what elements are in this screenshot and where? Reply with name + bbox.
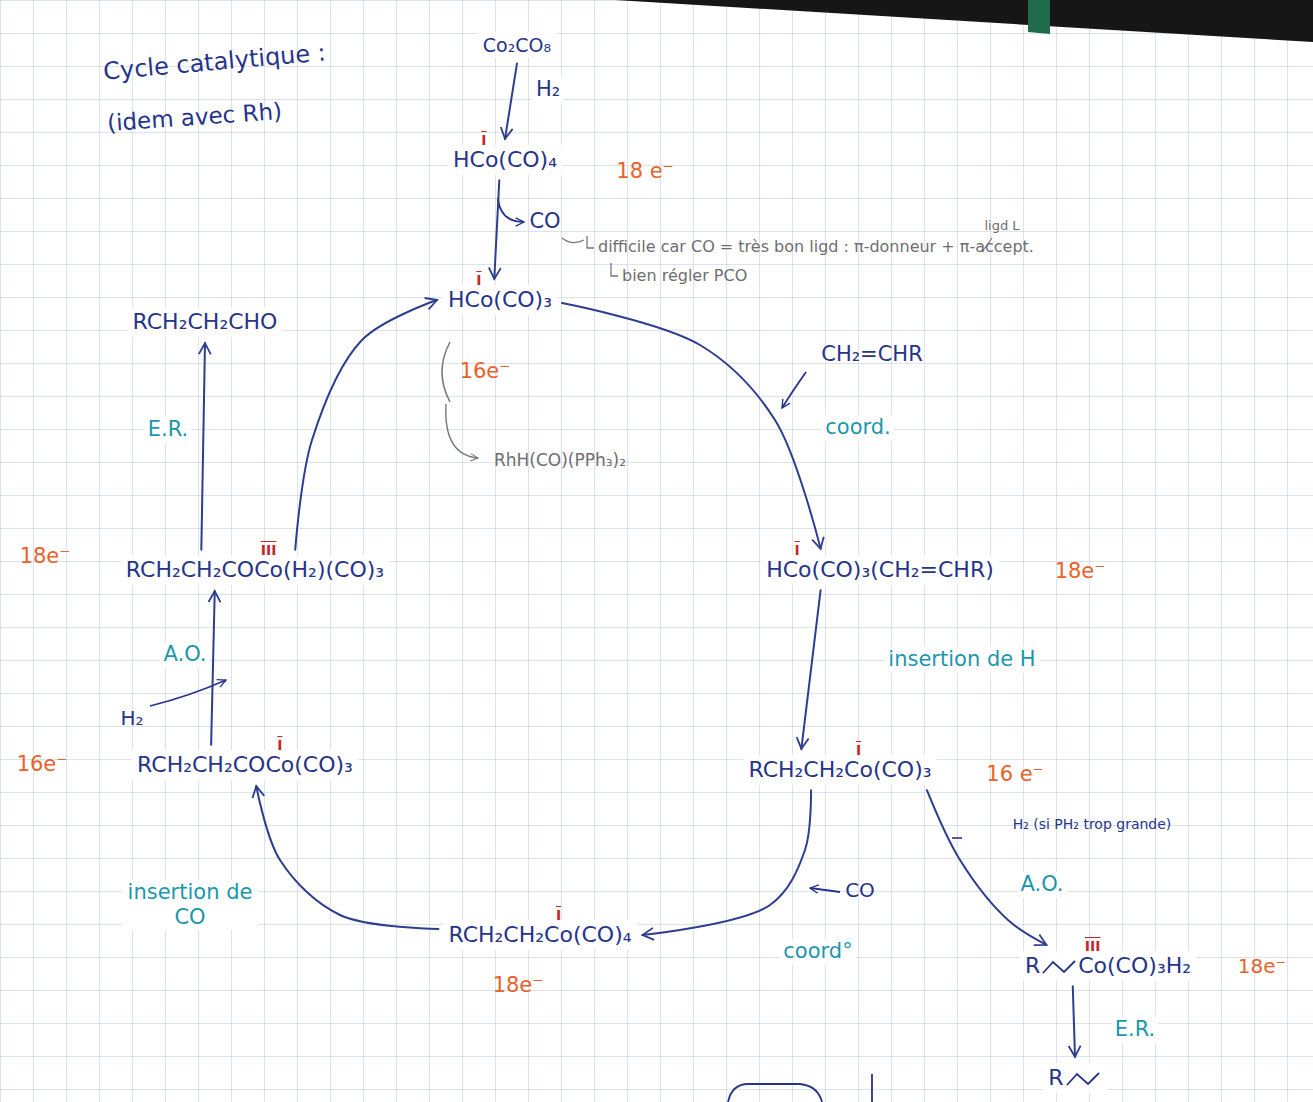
- electron-count: 18e⁻: [1238, 954, 1286, 978]
- zigzag-chain: [1064, 1068, 1102, 1090]
- electron-count: 18 e⁻: [616, 159, 673, 184]
- reaction-arrow: [562, 303, 821, 549]
- formula-text: HCo(CO)₄: [453, 147, 557, 172]
- annotation-text: H₂: [120, 706, 143, 730]
- electron-count: 18e⁻: [20, 544, 71, 569]
- electron-count: 18e⁻: [1055, 559, 1106, 584]
- note-hook: [587, 236, 594, 248]
- reaction-arrow: [256, 786, 438, 929]
- oxidation-state: I: [795, 543, 800, 557]
- step-label: insertion de CO: [122, 880, 258, 930]
- margin-note: bien régler PCO: [622, 266, 747, 285]
- reaction-arrow: [494, 180, 499, 279]
- formula-text: RCH₂CH₂COCo(H₂)(CO)₃: [126, 557, 384, 582]
- reaction-arrow: [201, 343, 205, 550]
- formula-text: RCH₂CH₂COCo(CO)₃: [137, 752, 353, 777]
- annotation-text: H₂ (si PH₂ trop grande): [1013, 816, 1172, 833]
- dark-corner: [615, 0, 1313, 42]
- oxidation-state: III: [1085, 939, 1101, 953]
- zigzag-chain: [1040, 956, 1078, 978]
- electron-count: 16e⁻: [460, 359, 511, 384]
- formula-text: HCo(CO)₃: [448, 287, 552, 312]
- annotation-text: CO: [845, 878, 875, 902]
- reaction-arrow: [295, 300, 437, 550]
- step-label: coord.: [822, 415, 894, 440]
- formula-node: RCH₂CH₂COCo(CO)₃I: [132, 750, 358, 780]
- bracket: [442, 342, 450, 402]
- alkene-entry-arrow: [782, 372, 806, 408]
- h2-entry-arrow: [150, 680, 226, 706]
- margin-note: RhH(CO)(PPh₃)₂: [494, 450, 626, 470]
- step-label: A.O.: [160, 642, 209, 667]
- note-leader: [562, 238, 584, 243]
- zigzag-bond: [1043, 961, 1075, 973]
- h2-entry-tick: [952, 837, 962, 839]
- margin-note: difficile car CO = très bon ligd : π-don…: [598, 237, 1034, 256]
- electron-count: 16 e⁻: [986, 762, 1043, 787]
- rh-hook-arrow: [446, 404, 478, 458]
- co-entry-arrow: [810, 888, 840, 892]
- oxidation-state: III: [261, 543, 277, 557]
- step-label: insertion de H: [885, 647, 1038, 672]
- annotation-text: CH₂=CHR: [821, 342, 923, 367]
- step-label: H₂: [533, 77, 563, 102]
- reaction-arrow: [927, 790, 1046, 945]
- step-label: A.O.: [1017, 872, 1066, 897]
- zigzag-bond: [1067, 1073, 1099, 1085]
- oxidation-state: I: [856, 743, 861, 757]
- oxidation-state: I: [277, 738, 282, 752]
- annotation-text: CO: [529, 209, 560, 234]
- formula-node: RCH₂CH₂CHO: [128, 307, 283, 337]
- electron-count: 18e⁻: [493, 973, 544, 998]
- step-label: E.R.: [145, 417, 191, 442]
- formula-text: Co₂CO₈: [483, 34, 551, 56]
- cut-stroke: [871, 1074, 873, 1102]
- reaction-arrow: [505, 63, 517, 138]
- oxidation-state: I: [556, 908, 561, 922]
- co-loss-arrow: [498, 198, 524, 222]
- reaction-arrow: [211, 591, 215, 745]
- formula-text: RCH₂CH₂Co(CO)₃: [748, 757, 931, 782]
- formula-node: Co₂CO₈: [478, 32, 556, 59]
- step-label: E.R.: [1112, 1017, 1158, 1042]
- formula-node: HCo(CO)₃I: [443, 285, 557, 315]
- formula-text: Co(CO)₃H₂: [1078, 953, 1191, 978]
- formula-node: RCo(CO)₃H₂III: [1020, 951, 1196, 981]
- cut-ring-sketch: [728, 1084, 822, 1102]
- note-hook: [611, 263, 618, 276]
- formula-node: HCo(CO)₃(CH₂=CHR)I: [761, 555, 999, 585]
- electron-count: 16e⁻: [17, 752, 68, 777]
- green-strip: [1028, 0, 1050, 34]
- formula-text: R: [1025, 953, 1040, 978]
- margin-note: ligd L: [984, 218, 1019, 234]
- formula-node: RCH₂CH₂COCo(H₂)(CO)₃III: [121, 555, 389, 585]
- oxidation-state: I: [481, 133, 486, 147]
- oxidation-state: I: [476, 273, 481, 287]
- formula-text: R: [1048, 1065, 1063, 1090]
- formula-node: RCH₂CH₂Co(CO)₄I: [443, 920, 636, 950]
- reaction-arrow: [1073, 986, 1075, 1057]
- formula-node: R: [1043, 1063, 1106, 1093]
- reaction-arrow: [801, 590, 820, 749]
- step-label: coord°: [780, 939, 855, 964]
- reaction-arrow: [643, 790, 811, 935]
- formula-text: RCH₂CH₂CHO: [133, 309, 278, 334]
- formula-text: RCH₂CH₂Co(CO)₄: [448, 922, 631, 947]
- formula-node: RCH₂CH₂Co(CO)₃I: [743, 755, 936, 785]
- formula-node: HCo(CO)₄I: [448, 145, 562, 175]
- formula-text: HCo(CO)₃(CH₂=CHR): [766, 557, 994, 582]
